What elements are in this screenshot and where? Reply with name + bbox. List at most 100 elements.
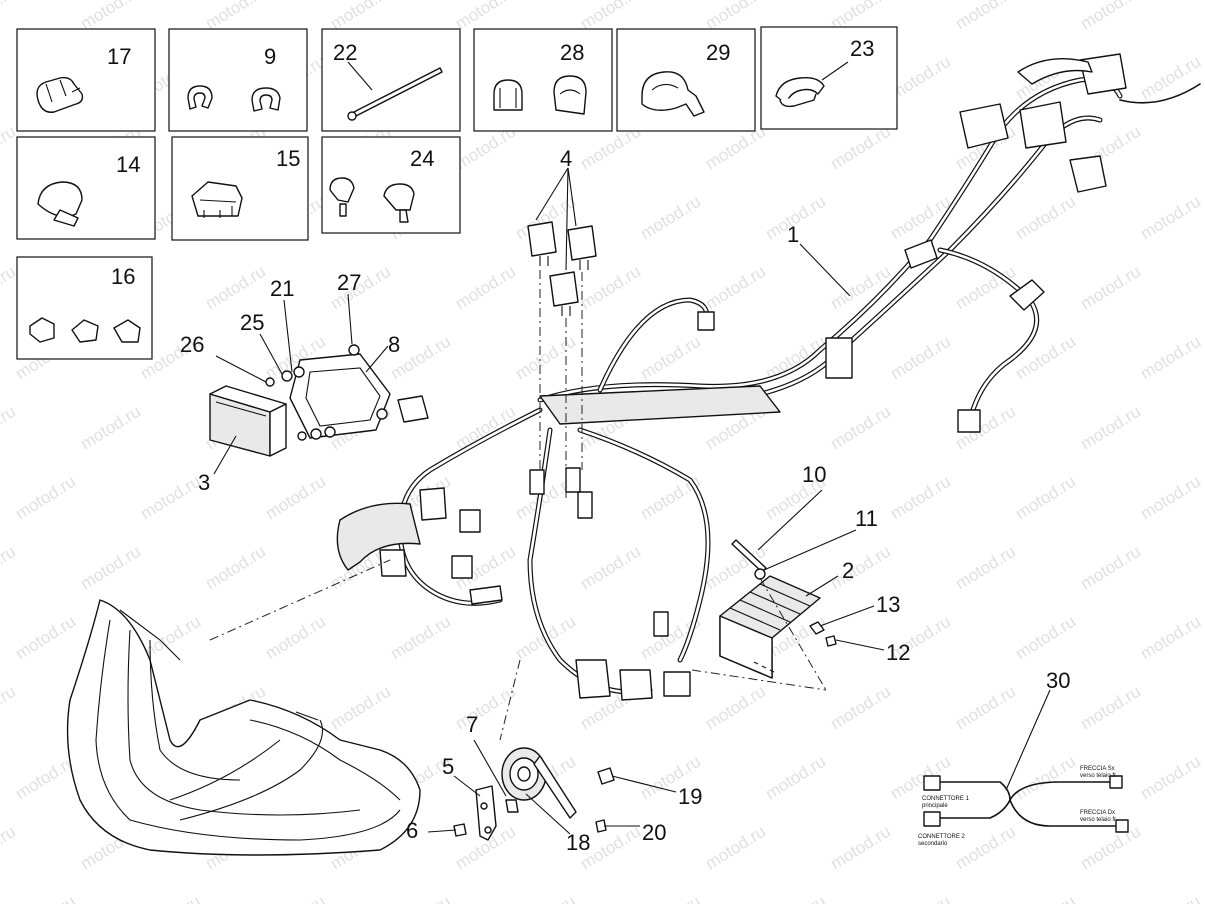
inset-box-15: 15 xyxy=(171,136,309,241)
watermark-text: motod.ru xyxy=(827,682,894,734)
clip-24b-icon xyxy=(383,183,415,223)
watermark-text: motod.ru xyxy=(1012,332,1079,384)
callout-22: 22 xyxy=(333,40,357,65)
clip-16a-icon xyxy=(29,317,55,343)
watermark-text: motod.ru xyxy=(952,682,1019,734)
inset-box-16: 16 xyxy=(16,256,153,360)
horn-fasteners xyxy=(453,767,615,837)
watermark-text: motod.ru xyxy=(827,402,894,454)
watermark-text: motod.ru xyxy=(827,822,894,874)
inset-box-17: 17 xyxy=(16,28,156,132)
watermark-text: motod.ru xyxy=(577,542,644,594)
watermark-text: motod.ru xyxy=(762,892,829,904)
watermark-text: motod.ru xyxy=(1077,822,1144,874)
watermark-text: motod.ru xyxy=(452,262,519,314)
callout-29: 29 xyxy=(706,40,730,65)
watermark-text: motod.ru xyxy=(1137,752,1204,804)
clip-9b-icon xyxy=(251,87,281,112)
watermark-text: motod.ru xyxy=(0,262,19,314)
callout-7: 7 xyxy=(466,712,478,737)
watermark-text: motod.ru xyxy=(0,542,19,594)
callout-30: 30 xyxy=(1046,668,1070,693)
callout-14: 14 xyxy=(116,152,140,177)
callout-11: 11 xyxy=(855,506,878,531)
watermark-text: motod.ru xyxy=(1137,892,1204,904)
callout-15: 15 xyxy=(276,146,300,171)
callout-numbers: 1 2 3 4 5 6 7 8 10 11 12 13 18 19 20 21 … xyxy=(180,146,1070,855)
watermark-text: motod.ru xyxy=(262,612,329,664)
callout-18: 18 xyxy=(566,830,590,855)
callout-24: 24 xyxy=(410,146,434,171)
callout-9: 9 xyxy=(264,44,276,69)
clip-24a-icon xyxy=(329,177,355,217)
watermark-text: motod.ru xyxy=(1012,752,1079,804)
clip-16b-icon xyxy=(71,319,99,343)
clip-28b-icon xyxy=(553,75,587,115)
clip-16c-icon xyxy=(113,319,141,343)
watermark-text: motod.ru xyxy=(327,682,394,734)
watermark-text: motod.ru xyxy=(77,542,144,594)
watermark-text: motod.ru xyxy=(0,822,19,874)
watermark-text: motod.ru xyxy=(0,682,19,734)
watermark-text: motod.ru xyxy=(12,612,79,664)
watermark-text: motod.ru xyxy=(137,472,204,524)
watermark-text: motod.ru xyxy=(387,892,454,904)
cable-tie-icon xyxy=(347,67,443,121)
watermark-text: motod.ru xyxy=(952,0,1019,33)
watermark-text: motod.ru xyxy=(637,472,704,524)
callout-16: 16 xyxy=(111,264,135,289)
harness-label-right-bottom: FRECCIA Dx xyxy=(1080,810,1115,816)
callout-1: 1 xyxy=(787,222,799,247)
clip-29-icon xyxy=(641,71,705,117)
inset-box-29: 29 xyxy=(616,28,756,132)
watermark-text: motod.ru xyxy=(952,822,1019,874)
watermark-text: motod.ru xyxy=(1012,612,1079,664)
callout-23: 23 xyxy=(850,36,874,61)
callout-27: 27 xyxy=(337,270,361,295)
watermark-text: motod.ru xyxy=(1077,542,1144,594)
inset-box-14: 14 xyxy=(16,136,156,240)
watermark-text: motod.ru xyxy=(512,892,579,904)
watermark-text: motod.ru xyxy=(637,192,704,244)
clip-28a-icon xyxy=(493,79,523,111)
inset-box-28: 28 xyxy=(473,28,613,132)
watermark-text: motod.ru xyxy=(1077,402,1144,454)
watermark-text: motod.ru xyxy=(202,262,269,314)
watermark-text: motod.ru xyxy=(1012,192,1079,244)
harness-label-right-top-sub: verso telaio fr xyxy=(1080,773,1116,779)
callout-10: 10 xyxy=(802,462,826,487)
watermark-text: motod.ru xyxy=(1077,682,1144,734)
watermark-text: motod.ru xyxy=(387,612,454,664)
main-wiring-harness xyxy=(537,53,1201,433)
horn-assembly xyxy=(501,747,577,819)
watermark-text: motod.ru xyxy=(77,402,144,454)
watermark-text: motod.ru xyxy=(952,542,1019,594)
harness-label-left-top-sub: principale xyxy=(922,803,948,809)
callout-12: 12 xyxy=(886,640,910,665)
harness-label-right-top: FRECCIA Sx xyxy=(1080,766,1115,772)
watermark-text: motod.ru xyxy=(0,0,19,33)
horn-bracket xyxy=(475,785,497,841)
watermark-text: motod.ru xyxy=(0,122,19,174)
clip-17-icon xyxy=(36,76,84,113)
watermark-text: motod.ru xyxy=(452,682,519,734)
watermark-text: motod.ru xyxy=(1077,0,1144,33)
harness-label-left-top: CONNETTORE 1 xyxy=(922,796,970,802)
watermark-text: motod.ru xyxy=(1137,52,1204,104)
watermark-text: motod.ru xyxy=(887,472,954,524)
voltage-regulator xyxy=(719,575,821,679)
watermark-text: motod.ru xyxy=(12,892,79,904)
ecu-fasteners xyxy=(265,344,388,441)
callout-8: 8 xyxy=(388,332,400,357)
callout-5: 5 xyxy=(442,754,454,779)
watermark-text: motod.ru xyxy=(762,752,829,804)
watermark-text: motod.ru xyxy=(202,542,269,594)
inset-box-9: 9 xyxy=(168,28,308,132)
callout-2: 2 xyxy=(842,558,854,583)
regulator-fasteners xyxy=(731,539,837,647)
callout-6: 6 xyxy=(406,818,418,843)
headlight-unit xyxy=(66,599,421,856)
callout-25: 25 xyxy=(240,310,264,335)
front-sub-harness xyxy=(336,395,711,701)
